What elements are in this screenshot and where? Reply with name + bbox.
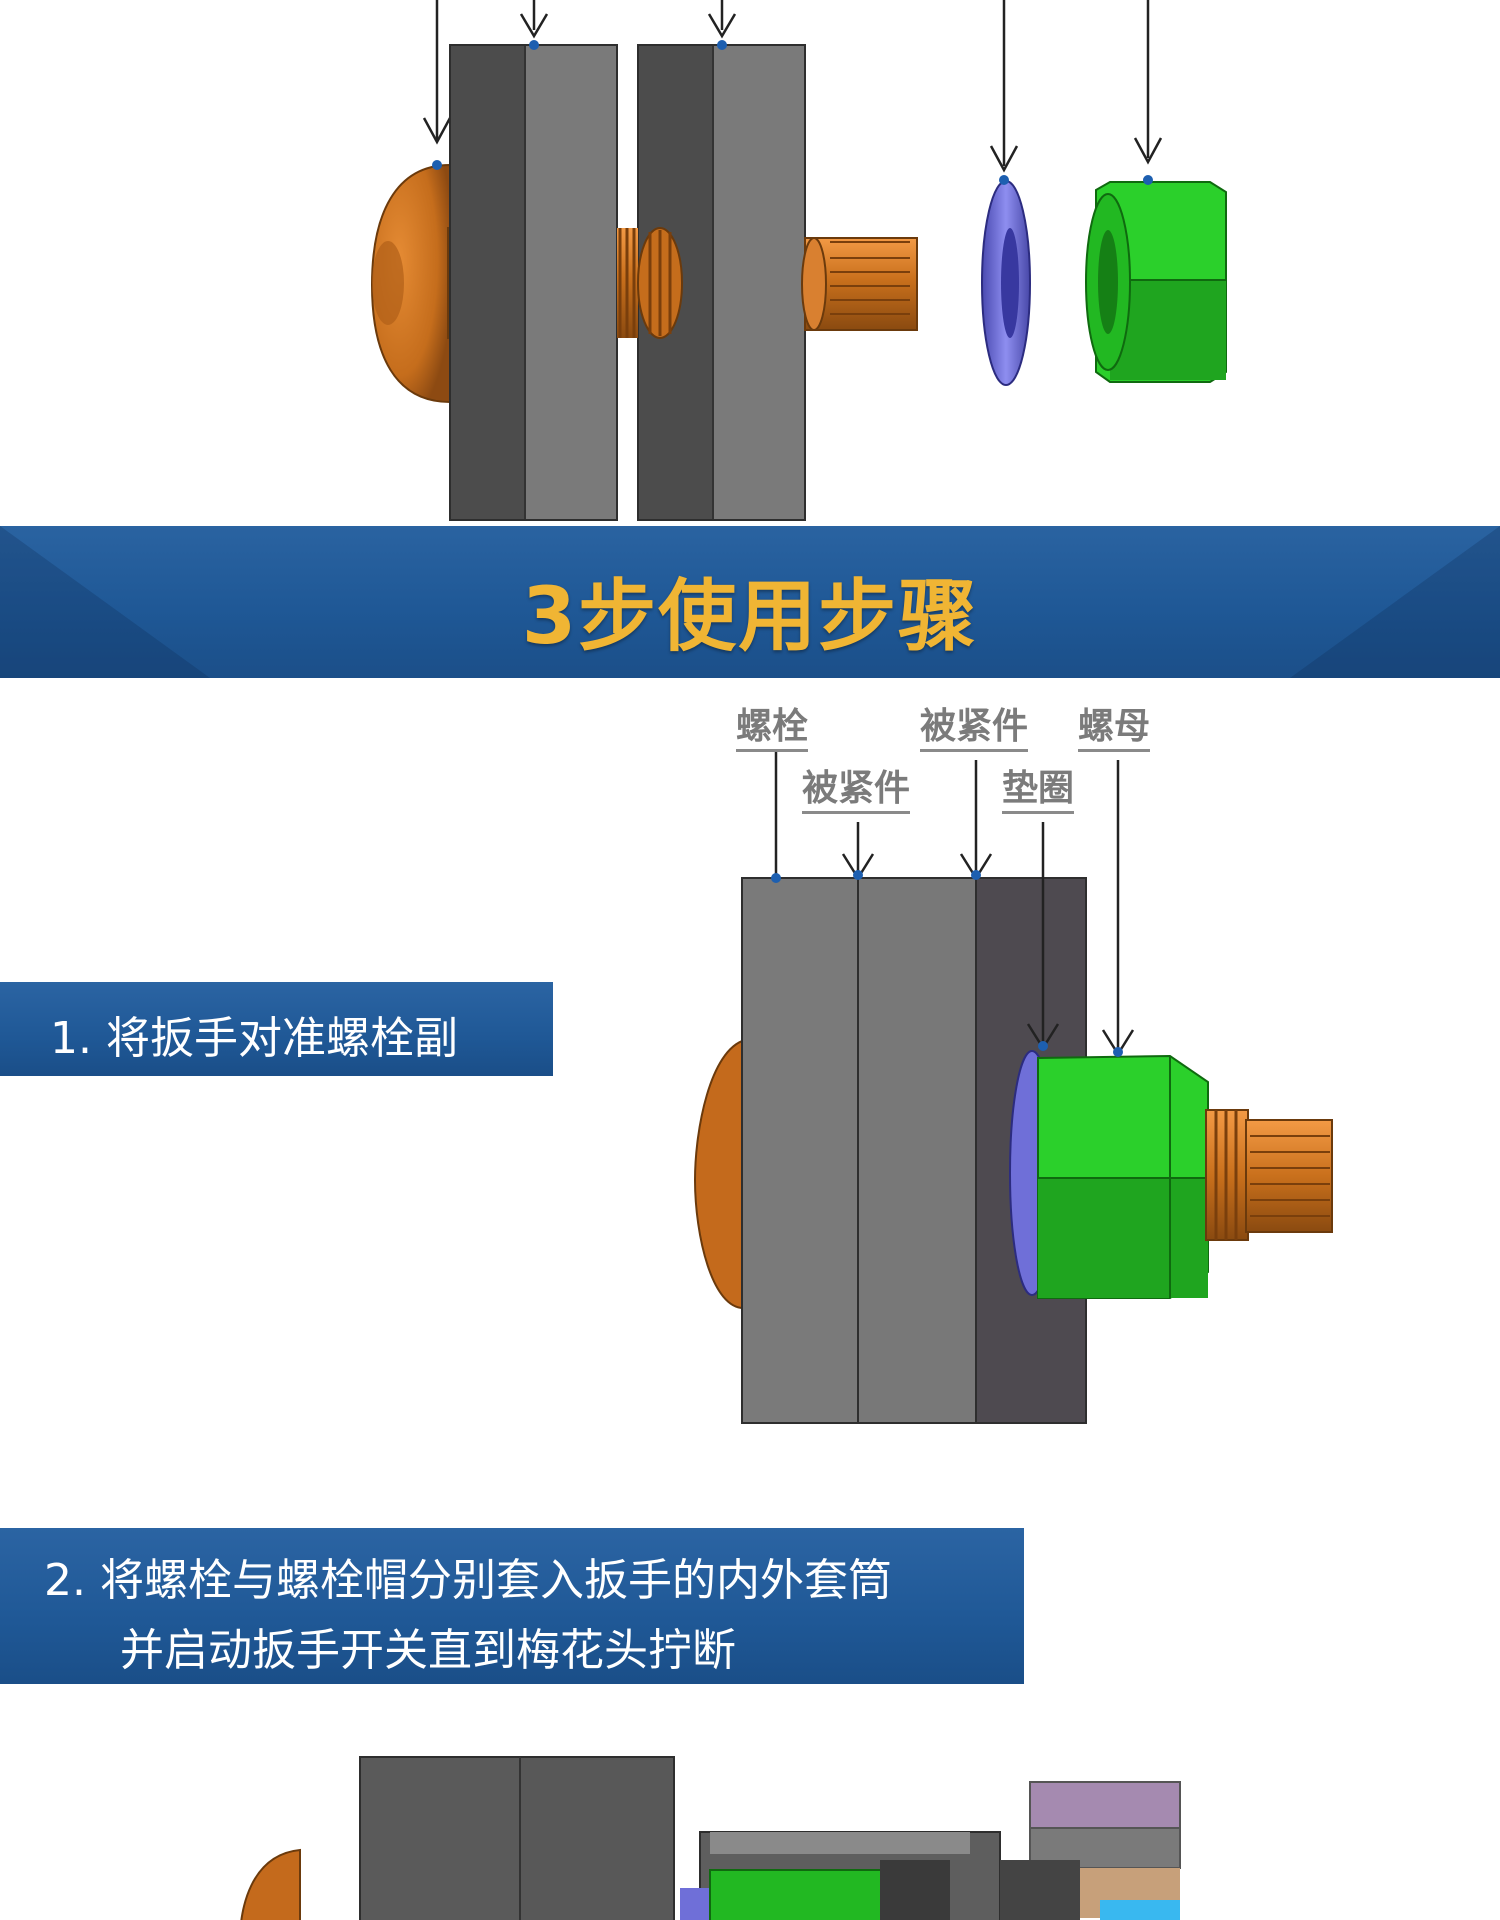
bolt-head-icon <box>693 1038 746 1310</box>
washer-icon <box>981 180 1031 386</box>
step1-text: 1. 将扳手对准螺栓副 <box>50 1013 458 1064</box>
label-bolt: 螺栓 <box>736 705 809 752</box>
label-nut: 螺母 <box>1078 705 1151 752</box>
step1-figure: 螺栓 被紧件 被紧件 垫圈 螺母 <box>650 690 1400 1490</box>
section-banner: 3步使用步骤 <box>0 526 1500 678</box>
label-fastened-b: 被紧件 <box>920 705 1029 752</box>
nut-icon <box>1085 181 1227 383</box>
leader-lines <box>422 0 1163 173</box>
banner-left-wedge <box>0 526 210 678</box>
bolt-thread-icon <box>617 227 683 339</box>
section-title: 3步使用步骤 <box>521 572 979 662</box>
step2-banner: 2. 将螺栓与螺栓帽分别套入扳手的内外套筒 并启动扳手开关直到梅花头拧断 <box>0 1528 1024 1684</box>
bolt-thread-icon <box>1205 1109 1333 1241</box>
wrench-socket-icon <box>680 1781 1181 1920</box>
step2-line1: 2. 将螺栓与螺栓帽分别套入扳手的内外套筒 <box>44 1555 892 1606</box>
fastened-plate-1 <box>449 44 618 521</box>
exploded-assembly-figure <box>0 0 1500 526</box>
step2-figure <box>200 1740 1200 1920</box>
banner-right-wedge <box>1290 526 1500 678</box>
nut-icon <box>1037 1054 1209 1299</box>
label-washer: 垫圈 <box>1002 767 1075 814</box>
spline-tip-icon <box>801 237 918 331</box>
label-fastened-a: 被紧件 <box>802 767 911 814</box>
step1-banner: 1. 将扳手对准螺栓副 <box>0 982 553 1076</box>
step2-line2: 并启动扳手开关直到梅花头拧断 <box>120 1625 736 1676</box>
bolt-head-icon <box>240 1848 301 1920</box>
